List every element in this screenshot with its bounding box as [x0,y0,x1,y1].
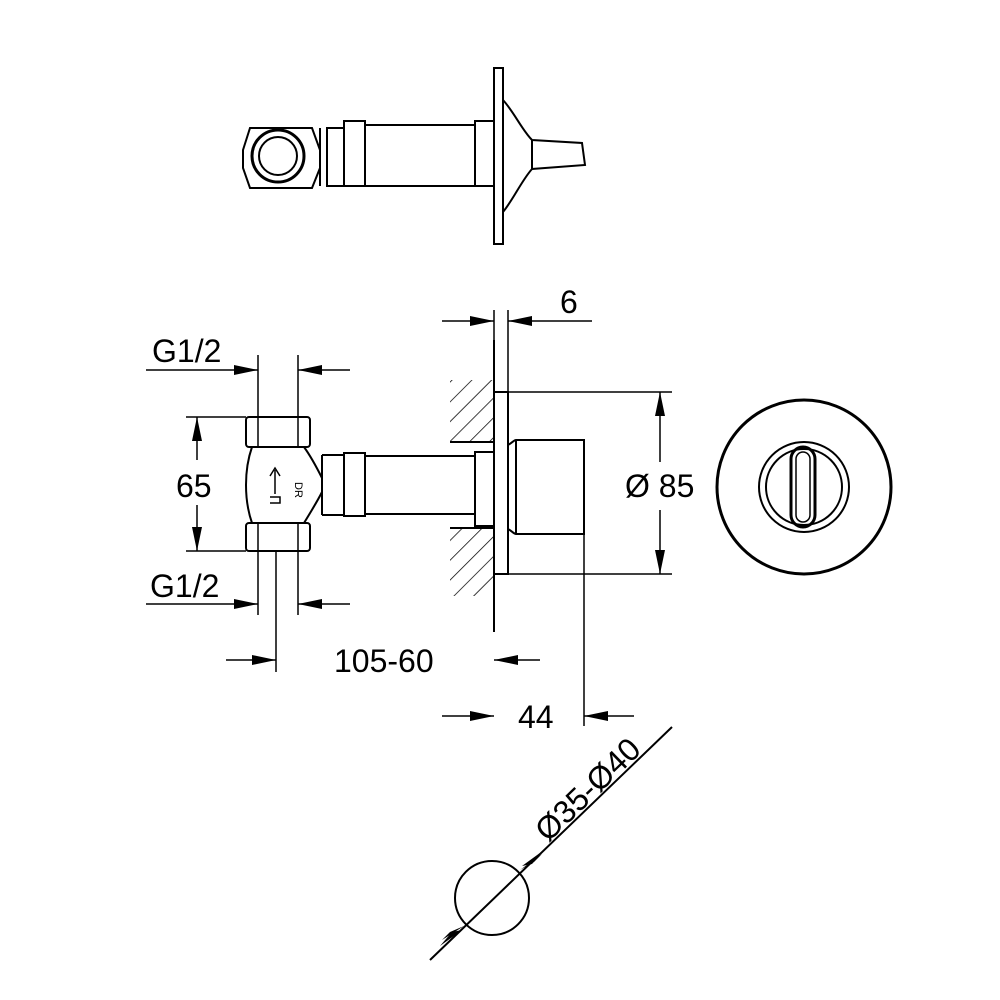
valve-body: DR [245,416,345,552]
dim-installation-depth: 105-60 [334,643,434,679]
flow-arrow-icon [269,466,281,504]
spindle-tube [343,451,495,527]
top-view-wall-plate [493,67,504,245]
front-view [715,398,893,576]
hole-detail [429,726,673,961]
dim-rosette-diameter: Ø 85 [625,468,694,504]
top-view-nut [242,127,328,189]
dim-hole-diameter: Ø35-Ø40 [528,731,648,848]
dim-handle-projection: 44 [518,699,554,735]
top-view-handle [502,99,587,213]
top-view-tube [326,120,495,187]
dim-thread-bottom: G1/2 [150,568,219,604]
dim-body-height: 65 [176,468,212,504]
top-view [242,67,587,245]
rosette-plate [493,391,509,575]
handle-cap [507,439,585,535]
wall-section [450,340,495,632]
direction-label: DR [292,482,304,498]
front-view-lever [789,445,817,529]
dimension-lines [146,310,672,726]
dim-wall-thickness: 6 [560,284,578,320]
dim-thread-top: G1/2 [152,333,221,369]
side-view: DR [245,340,585,632]
